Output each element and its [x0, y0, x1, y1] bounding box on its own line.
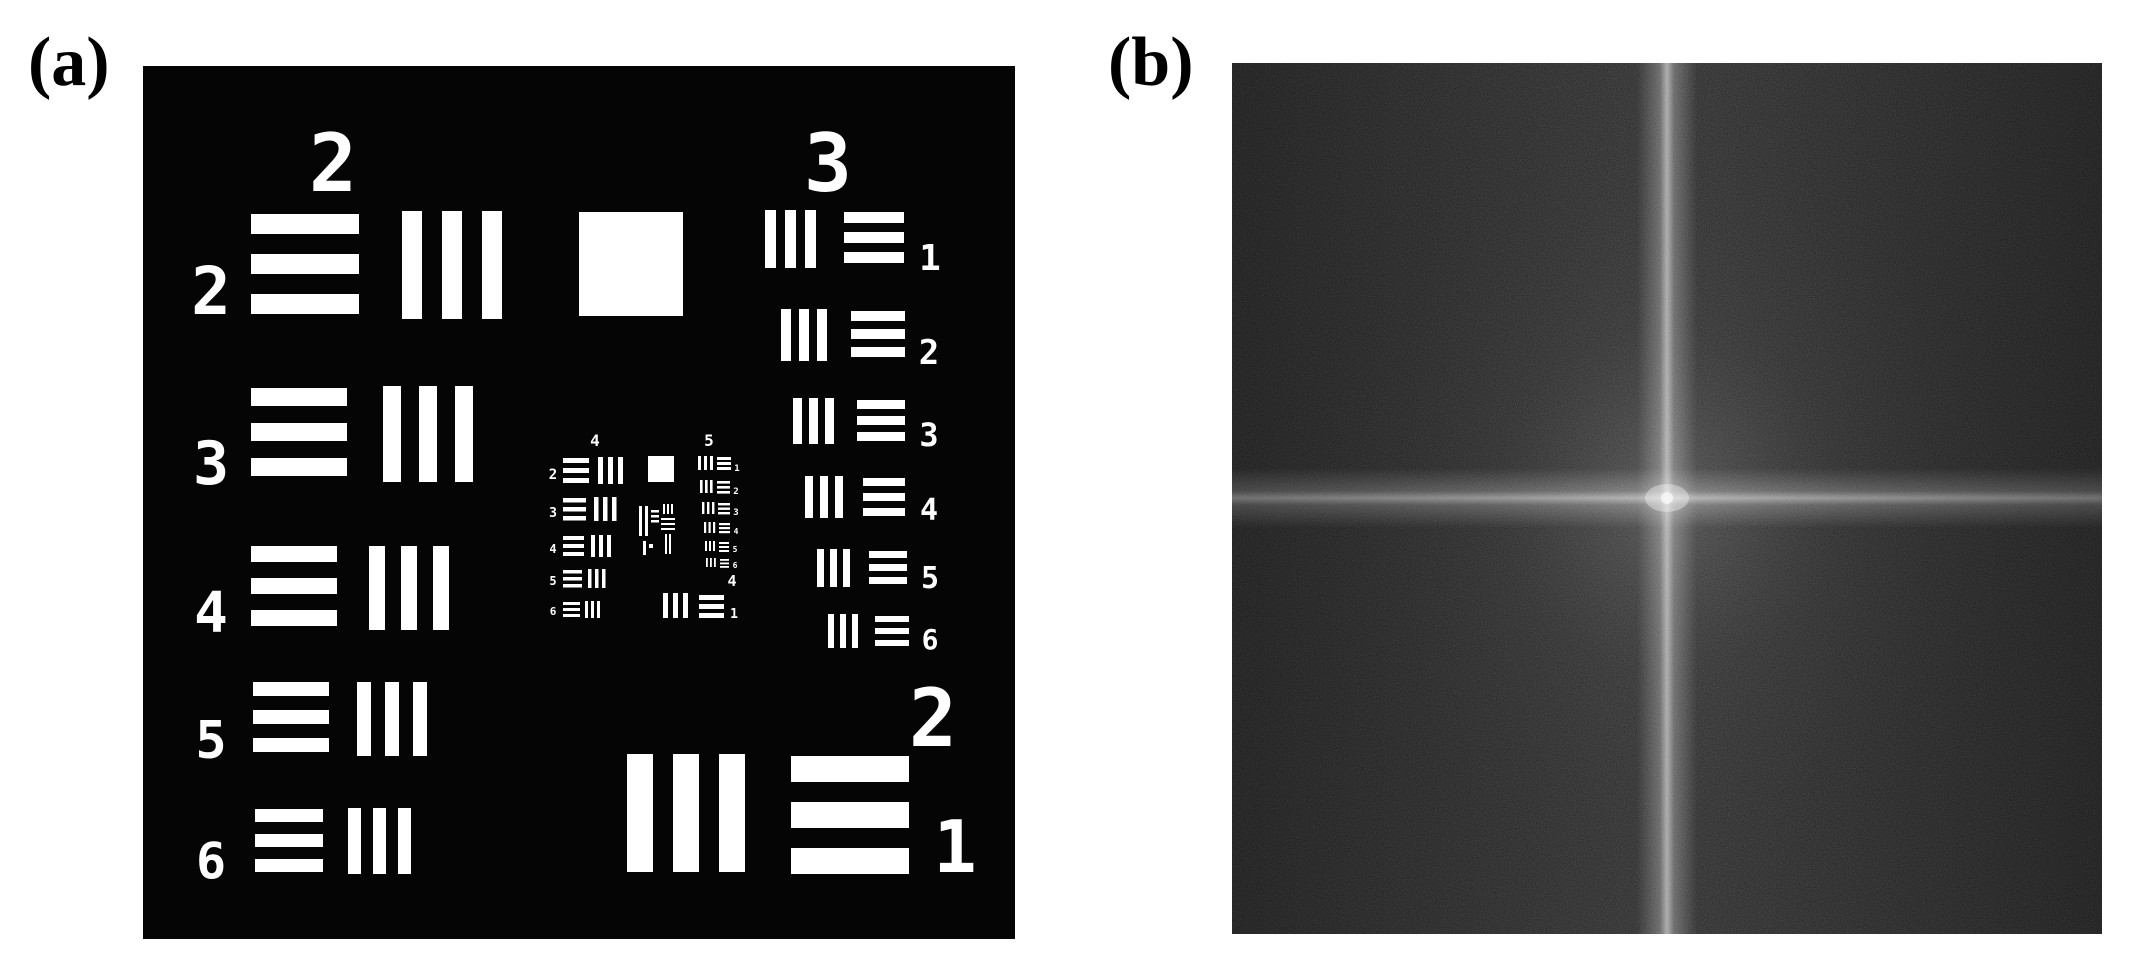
panel-b-label: (b)	[1108, 24, 1194, 101]
svg-text:6: 6	[733, 561, 738, 570]
element-left-5: 5	[195, 682, 427, 771]
fourier-spectrum-image	[1232, 63, 2102, 934]
svg-text:1: 1	[730, 607, 738, 622]
svg-text:1: 1	[919, 238, 941, 279]
svg-text:2: 2	[549, 467, 557, 483]
element-right-2: 2	[781, 309, 939, 373]
svg-text:5: 5	[704, 431, 714, 450]
group-number-top-left: 2	[309, 117, 357, 210]
svg-text:6: 6	[550, 605, 557, 618]
svg-text:5: 5	[549, 574, 556, 588]
svg-text:4: 4	[194, 581, 228, 646]
svg-text:5: 5	[195, 711, 226, 771]
group-number-bottom-right: 2	[909, 672, 957, 765]
svg-text:4: 4	[920, 493, 938, 528]
inner-target: 4 5 2 3 4 5 6 1 2	[549, 431, 740, 622]
svg-text:4: 4	[734, 527, 739, 536]
element-right-6: 6	[828, 614, 938, 656]
svg-text:4: 4	[549, 542, 556, 556]
svg-text:5: 5	[733, 545, 738, 554]
element-left-2: 2	[191, 211, 502, 330]
svg-text:2: 2	[919, 333, 939, 373]
resolution-target-svg: 2 3 2 2 3 4	[143, 66, 1015, 939]
panel-a-label: (a)	[28, 24, 110, 101]
target-square-small	[648, 456, 674, 482]
target-square-large	[579, 212, 683, 316]
element-left-6: 6	[196, 808, 411, 890]
svg-text:3: 3	[549, 506, 557, 521]
element-right-5: 5	[817, 549, 939, 596]
svg-text:1: 1	[734, 464, 739, 474]
svg-text:4: 4	[727, 572, 736, 590]
svg-text:3: 3	[733, 508, 738, 518]
resolution-target-image: 2 3 2 2 3 4	[143, 66, 1015, 939]
svg-text:5: 5	[921, 561, 939, 596]
svg-text:3: 3	[919, 416, 938, 454]
fourier-spectrum-svg	[1232, 63, 2102, 934]
svg-text:4: 4	[590, 431, 600, 450]
svg-text:6: 6	[196, 832, 226, 890]
element-right-3: 3	[793, 398, 939, 454]
svg-text:3: 3	[193, 429, 229, 499]
element-right-1: 1	[765, 210, 941, 279]
group-number-top-right: 3	[804, 117, 852, 210]
element-left-3: 3	[193, 386, 473, 499]
element-right-4: 4	[805, 476, 938, 528]
svg-text:1: 1	[933, 805, 976, 889]
svg-text:2: 2	[191, 253, 231, 330]
svg-text:2: 2	[733, 487, 738, 497]
element-left-4: 4	[194, 546, 449, 646]
svg-text:6: 6	[922, 623, 939, 656]
element-bottom-1: 1	[627, 754, 977, 889]
